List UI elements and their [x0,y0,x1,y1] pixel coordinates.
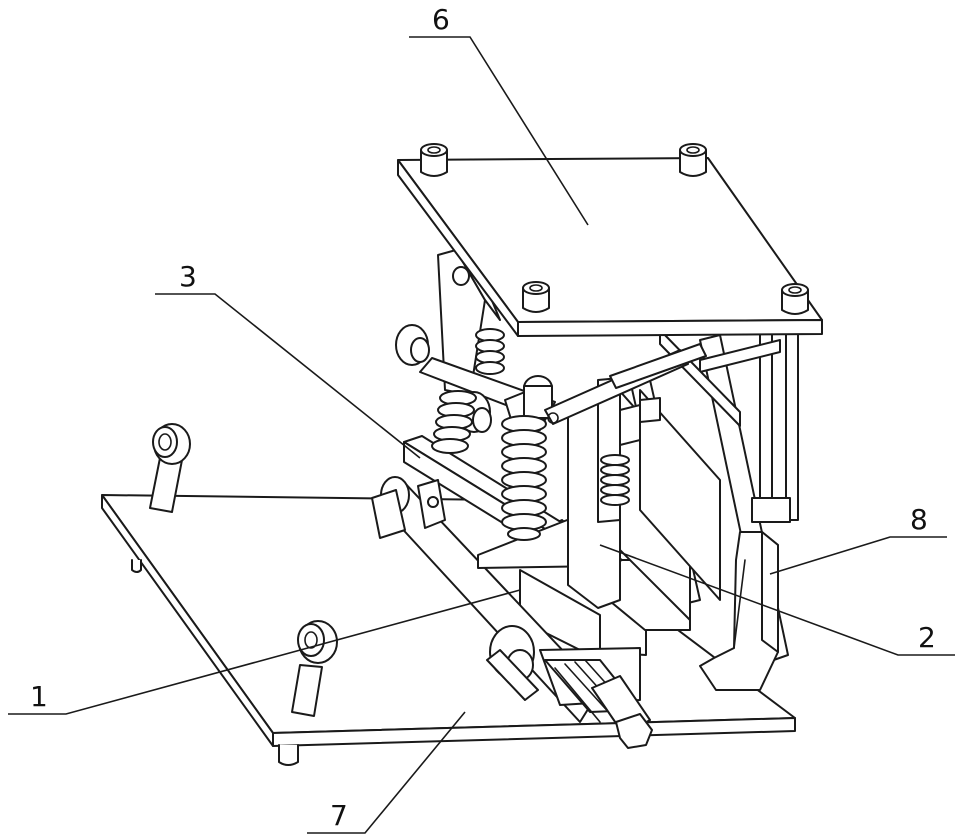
callout-8: 8 [910,503,928,536]
callout-3: 3 [179,260,197,293]
leader-3 [155,294,420,458]
callout-2: 2 [918,621,936,654]
leader-8 [770,537,947,574]
callout-6: 6 [432,3,450,36]
callout-1: 1 [30,680,48,713]
coil-spring-back [476,329,504,374]
callout-7: 7 [330,799,348,832]
coil-spring-front [502,416,546,540]
coil-spring-left [432,391,476,453]
